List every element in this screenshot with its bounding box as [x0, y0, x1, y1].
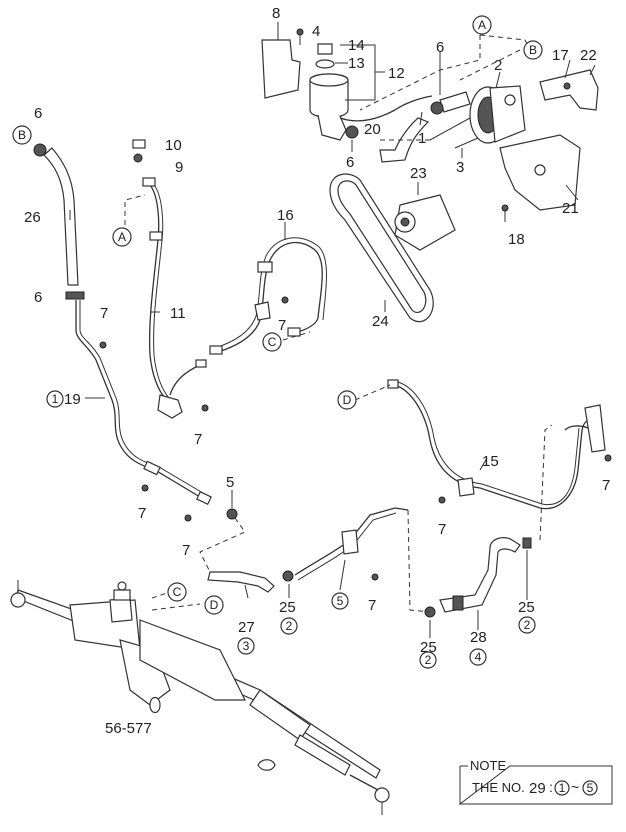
- belt-24-and-pulley-23: [329, 173, 456, 323]
- label-3: 3: [456, 159, 464, 176]
- label-15: 15: [482, 453, 499, 470]
- steering-gear-assembly: [10, 580, 390, 815]
- label-13: 13: [348, 55, 365, 72]
- reservoir-assembly-12: [261, 28, 433, 141]
- circled-3: 3: [243, 639, 250, 653]
- label-22: 22: [580, 47, 597, 64]
- label-7b: 7: [278, 317, 286, 334]
- marker-b-top: B: [529, 43, 537, 57]
- label-7h: 7: [368, 597, 376, 614]
- circled-2b: 2: [425, 653, 432, 667]
- circled-2c: 2: [524, 618, 531, 632]
- label-6: 6: [436, 39, 444, 56]
- label-26: 26: [24, 209, 41, 226]
- circled-5: 5: [337, 594, 344, 608]
- steering-pump-2: [429, 85, 526, 149]
- label-6b: 6: [346, 154, 354, 171]
- connection-markers: A B B A C D C D: [12, 15, 543, 615]
- marker-b-left: B: [18, 128, 26, 142]
- note-prefix: THE NO.: [472, 780, 525, 795]
- marker-d-lower: D: [210, 598, 219, 612]
- label-21: 21: [562, 200, 579, 217]
- note-to: 5: [587, 781, 594, 795]
- label-7d: 7: [602, 477, 610, 494]
- bolts-7: [99, 296, 612, 581]
- label-7g: 7: [438, 521, 446, 538]
- label-9: 9: [175, 159, 183, 176]
- label-4: 4: [312, 23, 320, 40]
- brackets-21-22: [499, 59, 599, 222]
- pressure-tube-15: [387, 379, 606, 510]
- label-8: 8: [272, 5, 280, 22]
- label-10: 10: [165, 137, 182, 154]
- suction-hose-26: [33, 143, 238, 520]
- marker-a-top: A: [478, 18, 486, 32]
- marker-a-left: A: [118, 230, 126, 244]
- label-14: 14: [348, 37, 365, 54]
- label-7c: 7: [194, 431, 202, 448]
- circled-1: 1: [52, 392, 59, 406]
- circled-4: 4: [475, 650, 482, 664]
- note-number: 29: [529, 780, 546, 797]
- leader-lines: [69, 22, 596, 638]
- marker-c-lower: C: [173, 585, 182, 599]
- note-box: NOTE THE NO. 29 : 1 ~ 5: [458, 758, 613, 805]
- label-23: 23: [410, 165, 427, 182]
- label-25c: 25: [518, 599, 535, 616]
- hoses-27-and-5: [207, 507, 409, 593]
- label-2: 2: [494, 57, 502, 74]
- marker-c-upper: C: [268, 335, 277, 349]
- dashed-connections: [124, 34, 553, 613]
- label-25a: 25: [279, 599, 296, 616]
- return-tube-16: [209, 237, 327, 355]
- label-18: 18: [508, 231, 525, 248]
- note-title: NOTE: [470, 758, 506, 773]
- part-number-labels: 8 4 14 13 12 6 2 17 22 20 1 6 3 23 21 18…: [24, 5, 610, 737]
- label-12: 12: [388, 65, 405, 82]
- label-25b: 25: [420, 639, 437, 656]
- label-5: 5: [226, 474, 234, 491]
- label-6c: 6: [34, 105, 42, 122]
- label-28: 28: [470, 629, 487, 646]
- marker-d-upper: D: [343, 393, 352, 407]
- label-16: 16: [277, 207, 294, 224]
- label-7e: 7: [138, 505, 146, 522]
- label-6d: 6: [34, 289, 42, 306]
- circled-numbers: 1 3 2 5 2 4 2: [46, 390, 536, 669]
- return-hose-28: [424, 537, 532, 618]
- note-from: 1: [559, 781, 566, 795]
- label-17: 17: [552, 47, 569, 64]
- pressure-hose-11: [132, 139, 207, 419]
- label-7f: 7: [182, 542, 190, 559]
- label-27: 27: [238, 619, 255, 636]
- label-1: 1: [418, 130, 426, 147]
- note-colon: :: [549, 779, 553, 795]
- circled-2a: 2: [286, 619, 293, 633]
- label-7a: 7: [100, 305, 108, 322]
- label-19: 19: [64, 391, 81, 408]
- reference-56-577: 56-577: [105, 720, 152, 737]
- label-20: 20: [364, 121, 381, 138]
- label-24: 24: [372, 313, 389, 330]
- label-11: 11: [170, 305, 186, 322]
- note-tilde: ~: [571, 779, 579, 795]
- pipe-20: [345, 117, 430, 163]
